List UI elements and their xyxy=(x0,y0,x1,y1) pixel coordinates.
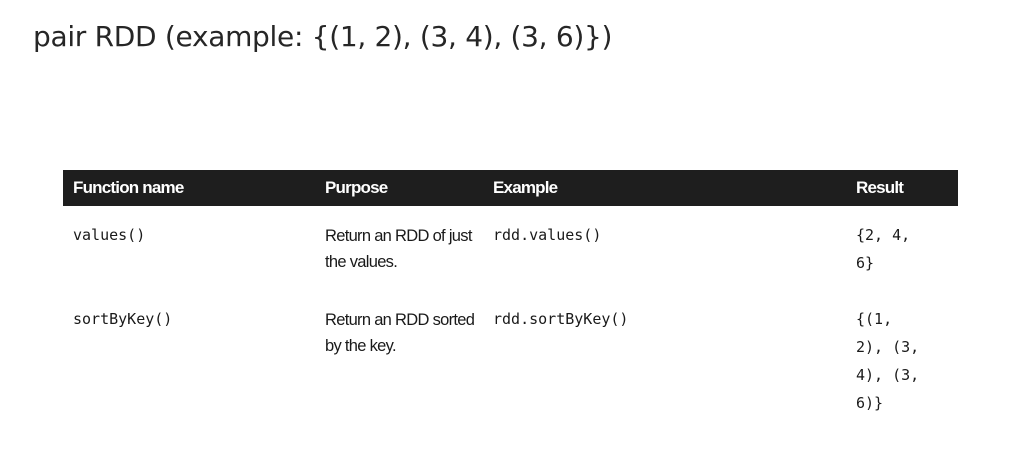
result-line: {(1, xyxy=(856,310,893,328)
example-cell: rdd.sortByKey() xyxy=(493,310,629,328)
table-row: values() Return an RDD of just the value… xyxy=(63,206,958,290)
purpose-cell: Return an RDD sorted by the key. xyxy=(325,311,475,355)
header-example: Example xyxy=(493,178,558,197)
result-line: 6)} xyxy=(856,394,884,412)
page-title: pair RDD (example: {(1, 2), (3, 4), (3, … xyxy=(33,20,613,53)
header-result: Result xyxy=(856,178,904,197)
pair-rdd-functions-table: Function name Purpose Example Result val… xyxy=(63,170,958,460)
table-header-row: Function name Purpose Example Result xyxy=(63,170,958,206)
result-line: {2, 4, xyxy=(856,226,911,244)
purpose-cell: Return an RDD of just the values. xyxy=(325,227,472,271)
header-purpose: Purpose xyxy=(325,178,388,197)
table-row: sortByKey() Return an RDD sorted by the … xyxy=(63,290,958,460)
function-name-cell: sortByKey() xyxy=(73,310,173,328)
example-cell: rdd.values() xyxy=(493,226,602,244)
result-line: 4), (3, xyxy=(856,366,920,384)
result-cell: {2, 4, 6} xyxy=(856,221,946,277)
result-cell: {(1, 2), (3, 4), (3, 6)} xyxy=(856,305,946,417)
result-line: 6} xyxy=(856,254,875,272)
header-function-name: Function name xyxy=(73,178,184,197)
function-name-cell: values() xyxy=(73,226,146,244)
result-line: 2), (3, xyxy=(856,338,920,356)
